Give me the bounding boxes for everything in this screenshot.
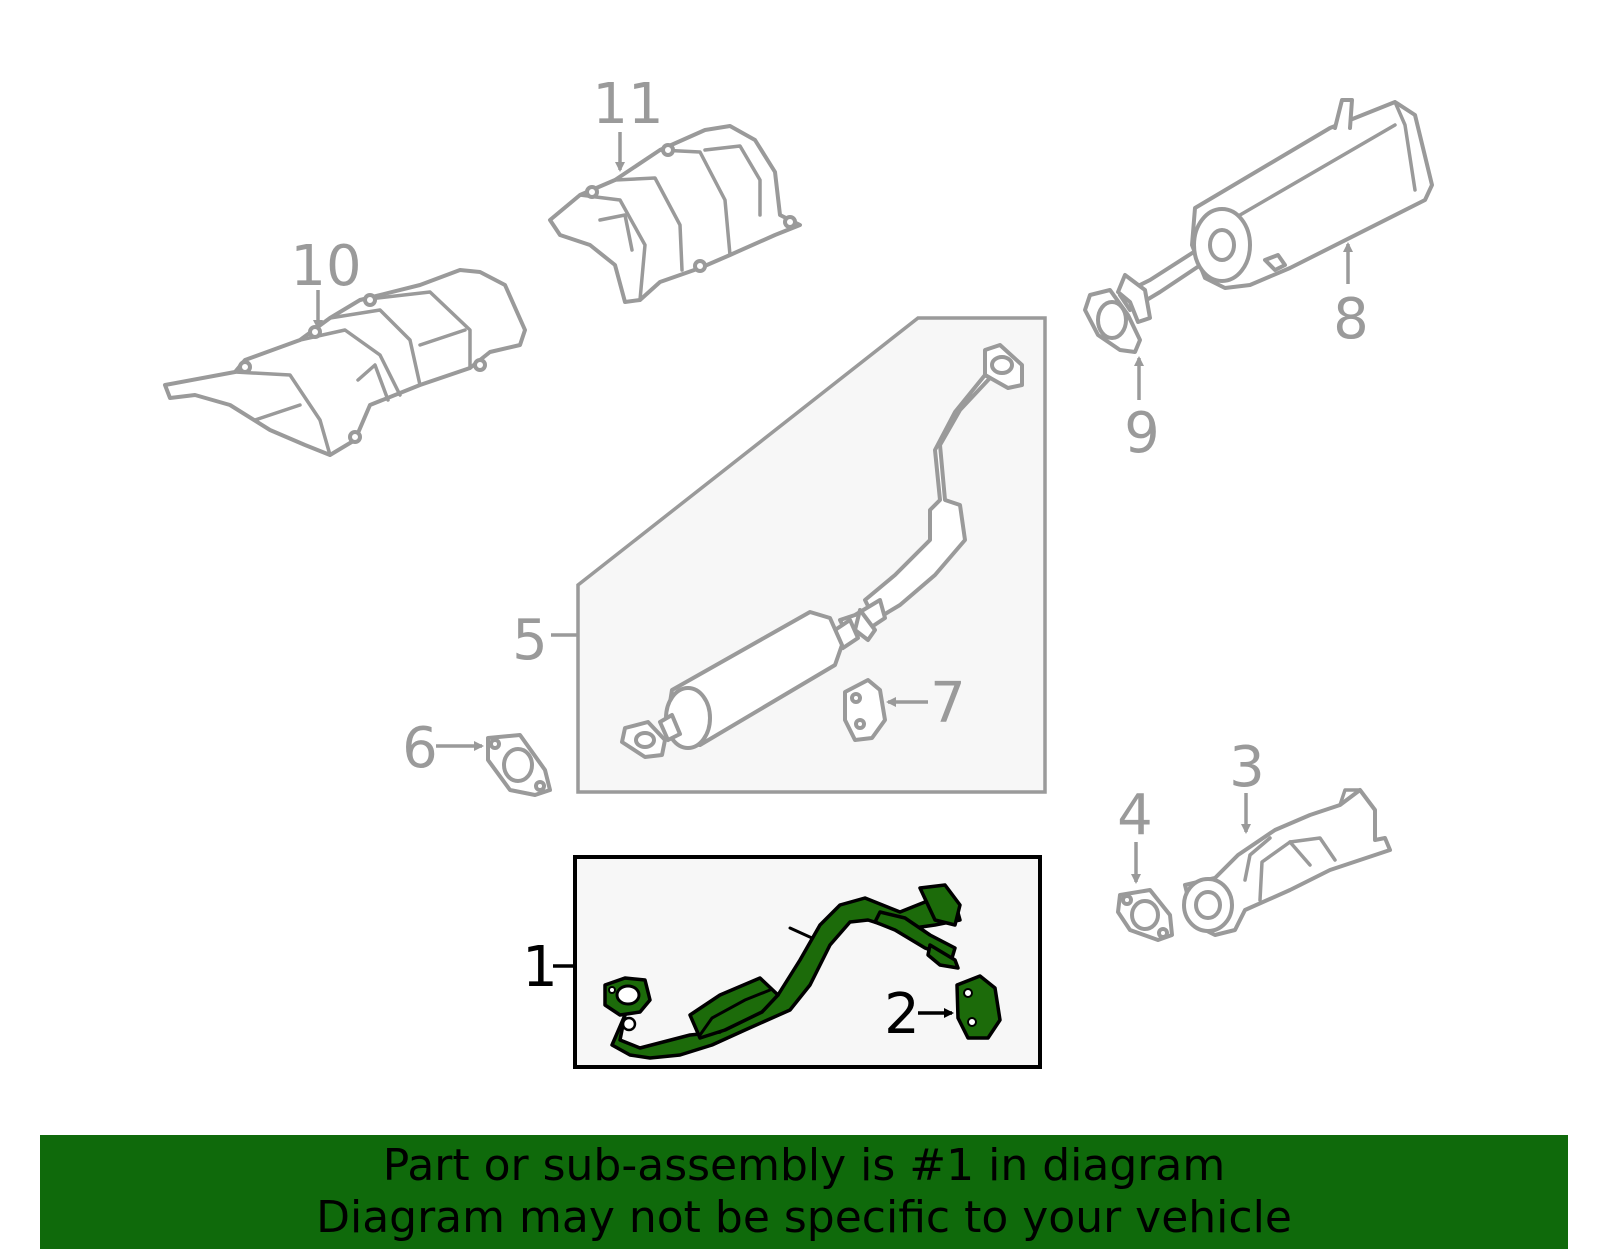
callout-5: 5 (512, 608, 548, 673)
hanger-7[interactable] (843, 678, 887, 742)
callout-11: 11 (592, 72, 663, 137)
callout-2: 2 (884, 982, 920, 1047)
heat-shield-11[interactable] (548, 124, 802, 304)
gasket-4[interactable] (1116, 888, 1174, 942)
center-muffler-box-5 (576, 316, 1047, 794)
callout-3: 3 (1229, 735, 1265, 800)
callout-9: 9 (1124, 401, 1160, 466)
callout-8: 8 (1333, 287, 1369, 352)
callout-7: 7 (930, 671, 966, 736)
gasket-6[interactable] (486, 733, 552, 797)
callout-6: 6 (402, 716, 438, 781)
callout-1: 1 (522, 935, 558, 1000)
heat-shield-10[interactable] (163, 268, 527, 457)
rear-muffler-8[interactable] (1116, 98, 1434, 324)
leader-lines (313, 132, 1353, 1018)
footer-line-2: Diagram may not be specific to your vehi… (316, 1192, 1292, 1243)
footer-line-1: Part or sub-assembly is #1 in diagram (382, 1140, 1226, 1191)
gasket-9[interactable] (1083, 288, 1142, 354)
footer-banner: Part or sub-assembly is #1 in diagram Di… (40, 1135, 1568, 1249)
front-pipe-1[interactable] (603, 883, 962, 1060)
callout-10: 10 (290, 234, 361, 299)
center-muffler-5[interactable] (620, 343, 1024, 759)
hanger-2[interactable] (955, 974, 1002, 1040)
catalytic-converter-3[interactable] (1182, 788, 1392, 937)
callout-4: 4 (1117, 783, 1153, 848)
